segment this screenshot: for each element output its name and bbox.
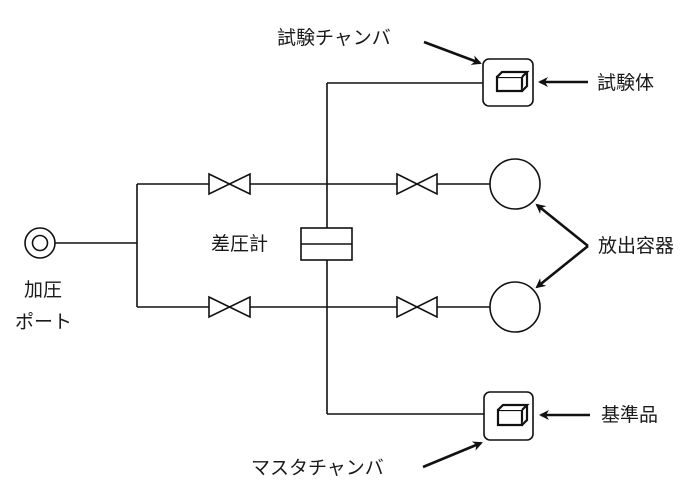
test-specimen-label: 試験体 <box>597 72 654 94</box>
pressure-port-label-line1: 加圧 <box>24 279 62 301</box>
reference-item-icon <box>496 403 530 427</box>
discharge-vessel-top <box>489 158 541 210</box>
differential-gauge-label: 差圧計 <box>211 233 268 255</box>
valve-icon-top-left <box>208 172 251 196</box>
test-chamber-arrow <box>423 40 482 65</box>
discharge-vessel-label: 放出容器 <box>598 235 674 257</box>
discharge-vessel-arrow-top <box>535 203 589 248</box>
valve-icon-bottom-left <box>208 295 251 319</box>
master-chamber-label: マスタチャンバ <box>251 457 384 479</box>
valve-icon-top-right <box>396 172 438 196</box>
discharge-vessel-bottom <box>489 281 541 333</box>
test-specimen-icon <box>495 70 530 93</box>
test-chamber-label: 試験チャンバ <box>277 27 391 49</box>
supply-pipe <box>55 183 209 308</box>
pressure-port-icon <box>24 227 56 259</box>
reference-item-label: 基準品 <box>601 404 658 426</box>
discharge-vessel-arrow-bottom <box>535 244 589 289</box>
valve-icon-bottom-right <box>396 295 438 319</box>
differential-line <box>326 82 484 415</box>
master-chamber-arrow <box>422 441 483 469</box>
pressure-port-label-line2: ポート <box>15 311 72 333</box>
differential-pressure-gauge-icon <box>300 227 353 261</box>
